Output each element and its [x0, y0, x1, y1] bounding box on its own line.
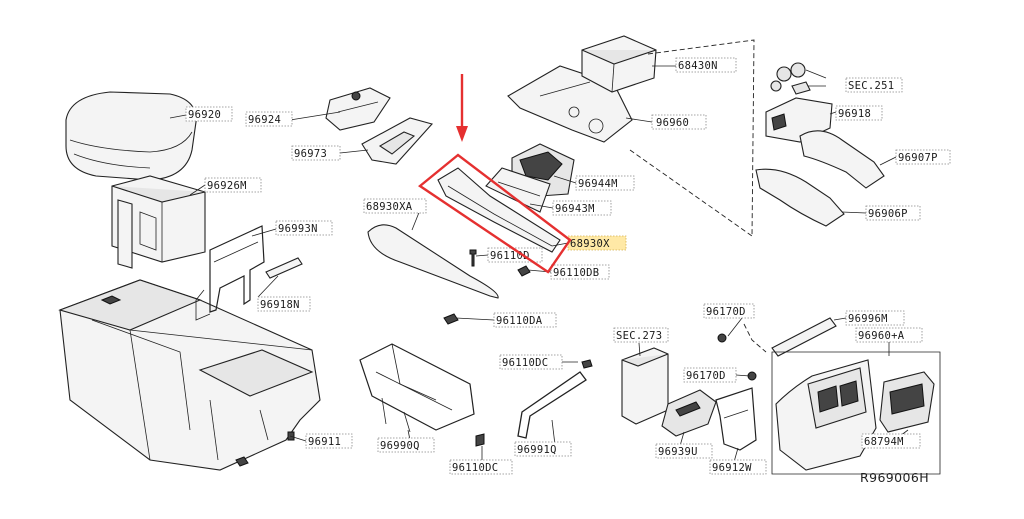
label-96110DB[interactable]: 96110DB: [550, 264, 610, 280]
trim-strip-drawing: [771, 317, 837, 357]
svg-text:96907P: 96907P: [898, 152, 938, 164]
svg-text:96912W: 96912W: [712, 462, 752, 474]
svg-text:96918N: 96918N: [260, 299, 300, 311]
switch-module-drawing: [661, 389, 717, 437]
label-sec273[interactable]: SEC.273: [613, 327, 669, 343]
module-unit-drawing: [621, 347, 669, 425]
label-96991Q[interactable]: 96991Q: [514, 441, 572, 457]
label-96907P[interactable]: 96907P: [895, 149, 951, 165]
lower-bracket-drawing: [359, 343, 475, 433]
svg-text:96993N: 96993N: [278, 223, 318, 235]
svg-text:96110DC: 96110DC: [502, 357, 548, 369]
label-96918N[interactable]: 96918N: [257, 296, 311, 312]
label-96926M[interactable]: 96926M: [204, 177, 262, 193]
label-96973[interactable]: 96973: [291, 145, 341, 161]
screw-drawings: [443, 249, 757, 447]
storage-box-drawing: [111, 175, 206, 269]
console-body-drawing: [58, 279, 321, 471]
label-96960A[interactable]: 96960+A: [855, 327, 923, 343]
label-96110DC[interactable]: 96110DC: [499, 354, 563, 370]
svg-text:96170D: 96170D: [706, 306, 746, 318]
svg-text:96960+A: 96960+A: [858, 330, 905, 342]
label-96996M[interactable]: 96996M: [845, 310, 905, 326]
svg-text:96939U: 96939U: [658, 446, 698, 458]
svg-text:SEC.273: SEC.273: [616, 330, 662, 342]
small-bracket-drawing: [265, 257, 303, 279]
armrest-lid-drawing: [65, 91, 197, 181]
switch-cluster-drawing: [765, 62, 833, 143]
display-module-drawing: [581, 35, 657, 93]
svg-text:68930XA: 68930XA: [366, 201, 413, 213]
leader-lines: [169, 65, 909, 463]
svg-text:96911: 96911: [308, 436, 341, 448]
sub-assembly-bracket: [771, 351, 941, 475]
sub-assembly-outline: [743, 323, 767, 353]
right-finisher-lower-drawing: [755, 168, 845, 227]
svg-text:96110DA: 96110DA: [496, 315, 543, 327]
label-68430N[interactable]: 68430N: [675, 57, 737, 73]
label-68930XA[interactable]: 68930XA: [363, 198, 427, 214]
highlight-box: [417, 153, 572, 274]
label-68794M[interactable]: 68794M: [861, 433, 921, 449]
svg-text:96170D: 96170D: [686, 370, 726, 382]
bracket-frame-drawing: [195, 225, 265, 321]
label-96912W[interactable]: 96912W: [709, 459, 767, 475]
support-rail-drawing: [517, 371, 587, 439]
cup-holder-tray-drawing: [361, 117, 434, 165]
shifter-bezel-drawing: [511, 143, 575, 197]
label-96990Q[interactable]: 96990Q: [377, 437, 435, 453]
label-96939U[interactable]: 96939U: [655, 443, 713, 459]
label-96993N[interactable]: 96993N: [275, 220, 333, 236]
highlighted-finisher-drawing: [437, 167, 561, 253]
svg-text:68430N: 68430N: [678, 60, 718, 72]
right-finisher-upper-drawing: [799, 130, 885, 189]
label-96920[interactable]: 96920: [185, 106, 233, 122]
label-96943M[interactable]: 96943M: [552, 200, 612, 216]
rear-vent-panel-drawing: [775, 359, 877, 471]
svg-text:SEC.251: SEC.251: [848, 80, 894, 92]
svg-text:96110DB: 96110DB: [553, 267, 599, 279]
label-96170D-upper[interactable]: 96170D: [703, 303, 755, 319]
label-96110DC-lower[interactable]: 96110DC: [449, 459, 513, 475]
vent-insert-drawing: [879, 371, 935, 433]
svg-text:68930X: 68930X: [570, 238, 610, 250]
label-96170D-lower[interactable]: 96170D: [683, 367, 737, 383]
svg-text:68794M: 68794M: [864, 436, 904, 448]
label-68930X[interactable]: 68930X: [567, 235, 627, 251]
red-arrow-icon: [456, 74, 468, 142]
svg-text:96944M: 96944M: [578, 178, 618, 190]
svg-text:96996M: 96996M: [848, 313, 888, 325]
svg-text:96926M: 96926M: [207, 180, 247, 192]
label-96924[interactable]: 96924: [245, 111, 293, 127]
svg-text:96920: 96920: [188, 109, 221, 121]
label-96911[interactable]: 96911: [305, 433, 353, 449]
side-finisher-drawing: [367, 224, 499, 299]
svg-text:96918: 96918: [838, 108, 871, 120]
reference-code: R969006H: [860, 470, 929, 485]
svg-text:96943M: 96943M: [555, 203, 595, 215]
svg-text:96960: 96960: [656, 117, 689, 129]
svg-text:96110DC: 96110DC: [452, 462, 498, 474]
svg-text:96990Q: 96990Q: [380, 440, 420, 452]
mount-bracket-drawing: [715, 387, 757, 451]
svg-text:96906P: 96906P: [868, 208, 908, 220]
label-sec251[interactable]: SEC.251: [845, 77, 903, 93]
label-96944M[interactable]: 96944M: [575, 175, 635, 191]
label-96906P[interactable]: 96906P: [865, 205, 921, 221]
section-outline: [629, 39, 755, 237]
label-96918[interactable]: 96918: [835, 105, 883, 121]
label-96960[interactable]: 96960: [651, 114, 707, 130]
part-labels: 68430N SEC.251 96920 96924 96918 96960 9…: [185, 57, 951, 475]
svg-text:96973: 96973: [294, 148, 327, 160]
svg-text:96924: 96924: [248, 114, 281, 126]
upper-bracket-drawing: [325, 87, 391, 131]
label-96110DA[interactable]: 96110DA: [493, 312, 557, 328]
svg-text:96991Q: 96991Q: [517, 444, 557, 456]
